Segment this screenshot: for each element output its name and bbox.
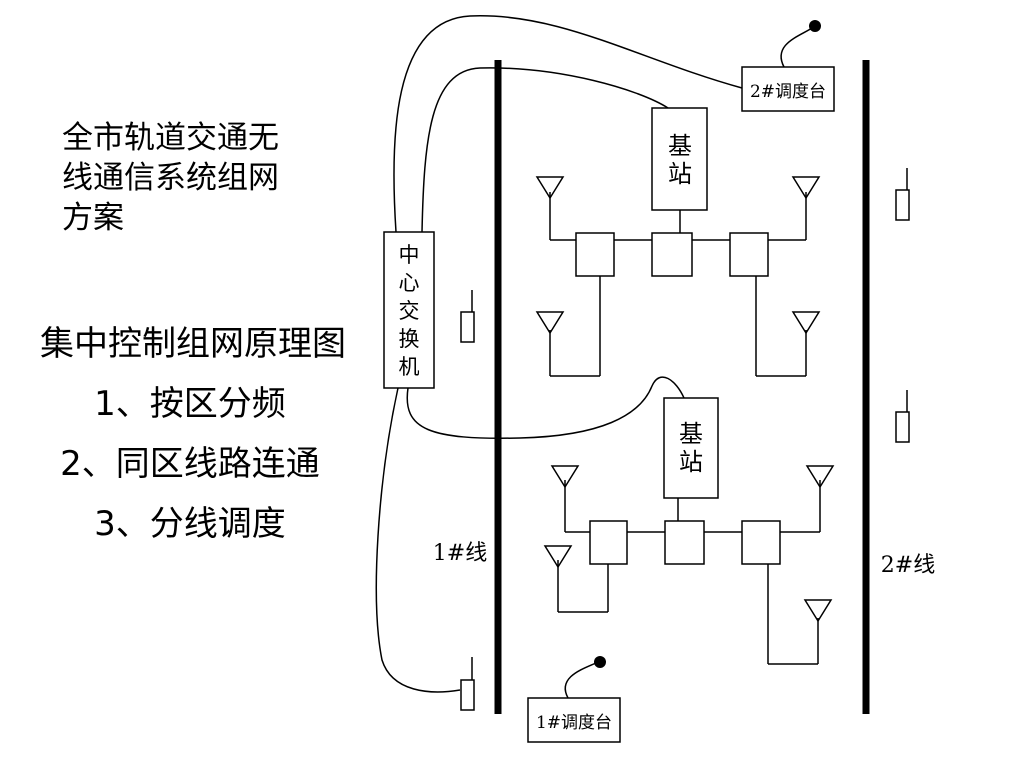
console-2-label: 2#调度台 [750,82,826,102]
console-1-box [527,697,621,743]
repeater-2c [741,520,781,565]
base-station-2-box [663,397,719,499]
cable-switch-to-base-station-1 [421,67,669,233]
principle-item-2: 2、同区线路连通 [60,444,320,484]
center-switch-label-4: 换 [399,327,420,351]
radio-icon-1 [460,311,475,343]
antenna-1b [791,176,821,200]
repeater-2a [589,520,628,565]
antenna-2c [543,545,573,569]
scheme-title-line-3: 方案 [62,200,124,236]
antenna-1d [791,311,821,335]
principle-item-1: 1、按区分频 [94,384,286,424]
scheme-title-line-1: 全市轨道交通无 [62,120,279,156]
line-1-label: 1#线 [433,541,487,566]
principle-heading: 集中控制组网原理图 [40,324,346,364]
center-switch-label-2: 心 [399,271,420,295]
center-switch-box [383,231,435,389]
repeater-1a [575,232,615,277]
radio-icon-3 [895,189,910,221]
cable-switch-to-base-station-2 [406,376,685,439]
antenna-2d [803,599,833,623]
center-switch-label-5: 机 [399,355,420,379]
base-station-2-label-1: 基 [679,420,703,448]
console-1-label: 1#调度台 [536,713,612,733]
base-station-1-label-1: 基 [668,132,692,160]
cable-switch-to-console-2 [393,15,743,233]
console-2-mic [809,20,821,32]
repeater-1b [651,232,693,277]
repeater-2b [664,520,705,565]
base-station-2-label-2: 站 [679,448,703,476]
antenna-1a [535,176,565,200]
console-2-mic-cord [780,27,813,68]
antenna-2a [550,465,580,489]
radio-icon-4 [895,411,910,443]
principle-item-3: 3、分线调度 [94,504,286,544]
console-2-box [741,66,835,112]
antenna-2b [805,465,835,489]
principle-list: 集中控制组网原理图 1、按区分频 2、同区线路连通 3、分线调度 [40,314,346,554]
center-switch-label-3: 交 [399,299,420,323]
scheme-title-line-2: 线通信系统组网 [62,160,279,196]
console-1-mic-cord [564,661,599,699]
antenna-1c [535,311,565,335]
repeater-1c [729,232,769,277]
console-1-mic [594,656,606,668]
scheme-title: 全市轨道交通无 线通信系统组网 方案 [62,118,322,238]
center-switch-label-1: 中 [399,243,420,267]
base-station-1-label-2: 站 [668,160,692,188]
cable-switch-to-radio-1 [375,387,461,693]
line-2-label: 2#线 [881,553,935,578]
radio-icon-2 [460,679,475,711]
